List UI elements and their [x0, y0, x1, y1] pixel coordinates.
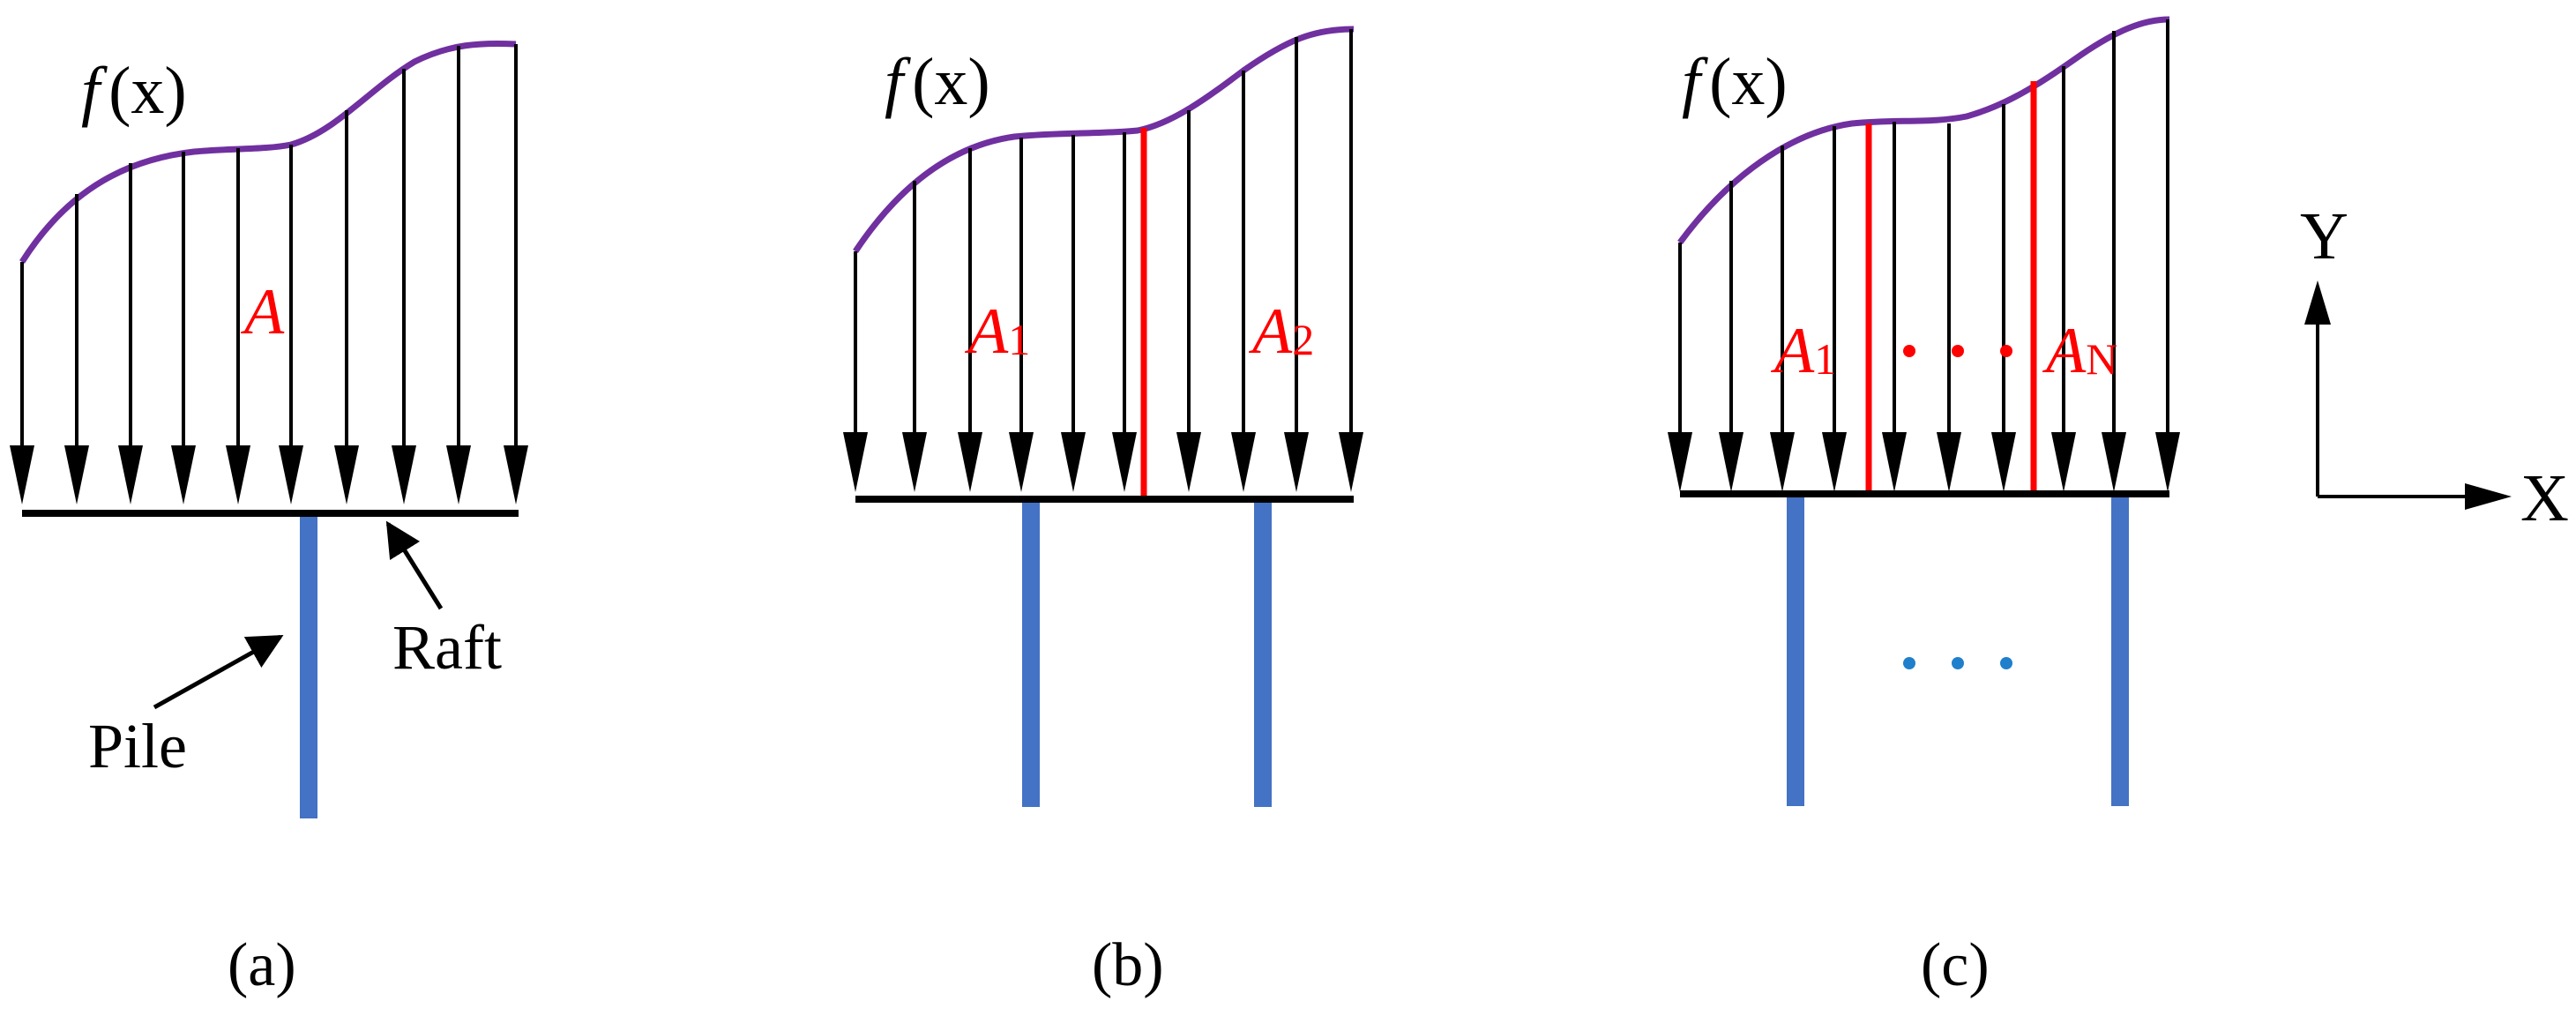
x-axis-label: X — [2520, 461, 2569, 535]
caption-a: (a) — [228, 931, 296, 999]
load-arrows — [20, 44, 518, 494]
area-label-n: AN — [2042, 315, 2117, 387]
ellipsis-piles — [1903, 657, 2012, 669]
load-arrows — [1678, 19, 2169, 483]
panel-a: f(x) A Raft Pile (a) — [10, 40, 528, 999]
caption-c: (c) — [1921, 931, 1990, 999]
area-label-2: A2 — [1248, 295, 1314, 368]
x-axis-arrowhead — [2465, 483, 2512, 510]
pile — [300, 517, 317, 818]
y-axis-label: Y — [2300, 199, 2348, 273]
raft-label: Raft — [392, 612, 502, 683]
panel-b: f(x) A1 A2 (b) — [843, 26, 1363, 999]
function-label: f(x) — [81, 54, 187, 128]
pile-left — [1787, 497, 1804, 806]
panel-c: f(x) A1 AN (c) — [1668, 16, 2180, 999]
area-label-1: A1 — [964, 295, 1030, 368]
caption-b: (b) — [1092, 931, 1164, 999]
coordinate-axes: Y X — [2300, 199, 2569, 535]
load-curve — [853, 26, 1355, 253]
raft-pointer-arrow — [385, 520, 444, 610]
ellipsis-areas — [1903, 345, 2012, 357]
arrow-heads — [10, 445, 528, 504]
arrow-heads — [843, 432, 1363, 492]
load-curve — [1677, 16, 2170, 245]
arrow-heads — [1668, 432, 2180, 492]
pile-pointer-arrow — [153, 634, 284, 710]
area-label-1: A1 — [1770, 315, 1836, 387]
pile-right — [2111, 497, 2129, 806]
pile-left — [1022, 503, 1040, 807]
function-label: f(x) — [1682, 45, 1788, 119]
function-label: f(x) — [885, 45, 990, 119]
area-label: A — [240, 276, 285, 348]
pile-label: Pile — [88, 711, 187, 781]
pile-right — [1254, 503, 1272, 807]
y-axis-arrowhead — [2304, 280, 2331, 325]
